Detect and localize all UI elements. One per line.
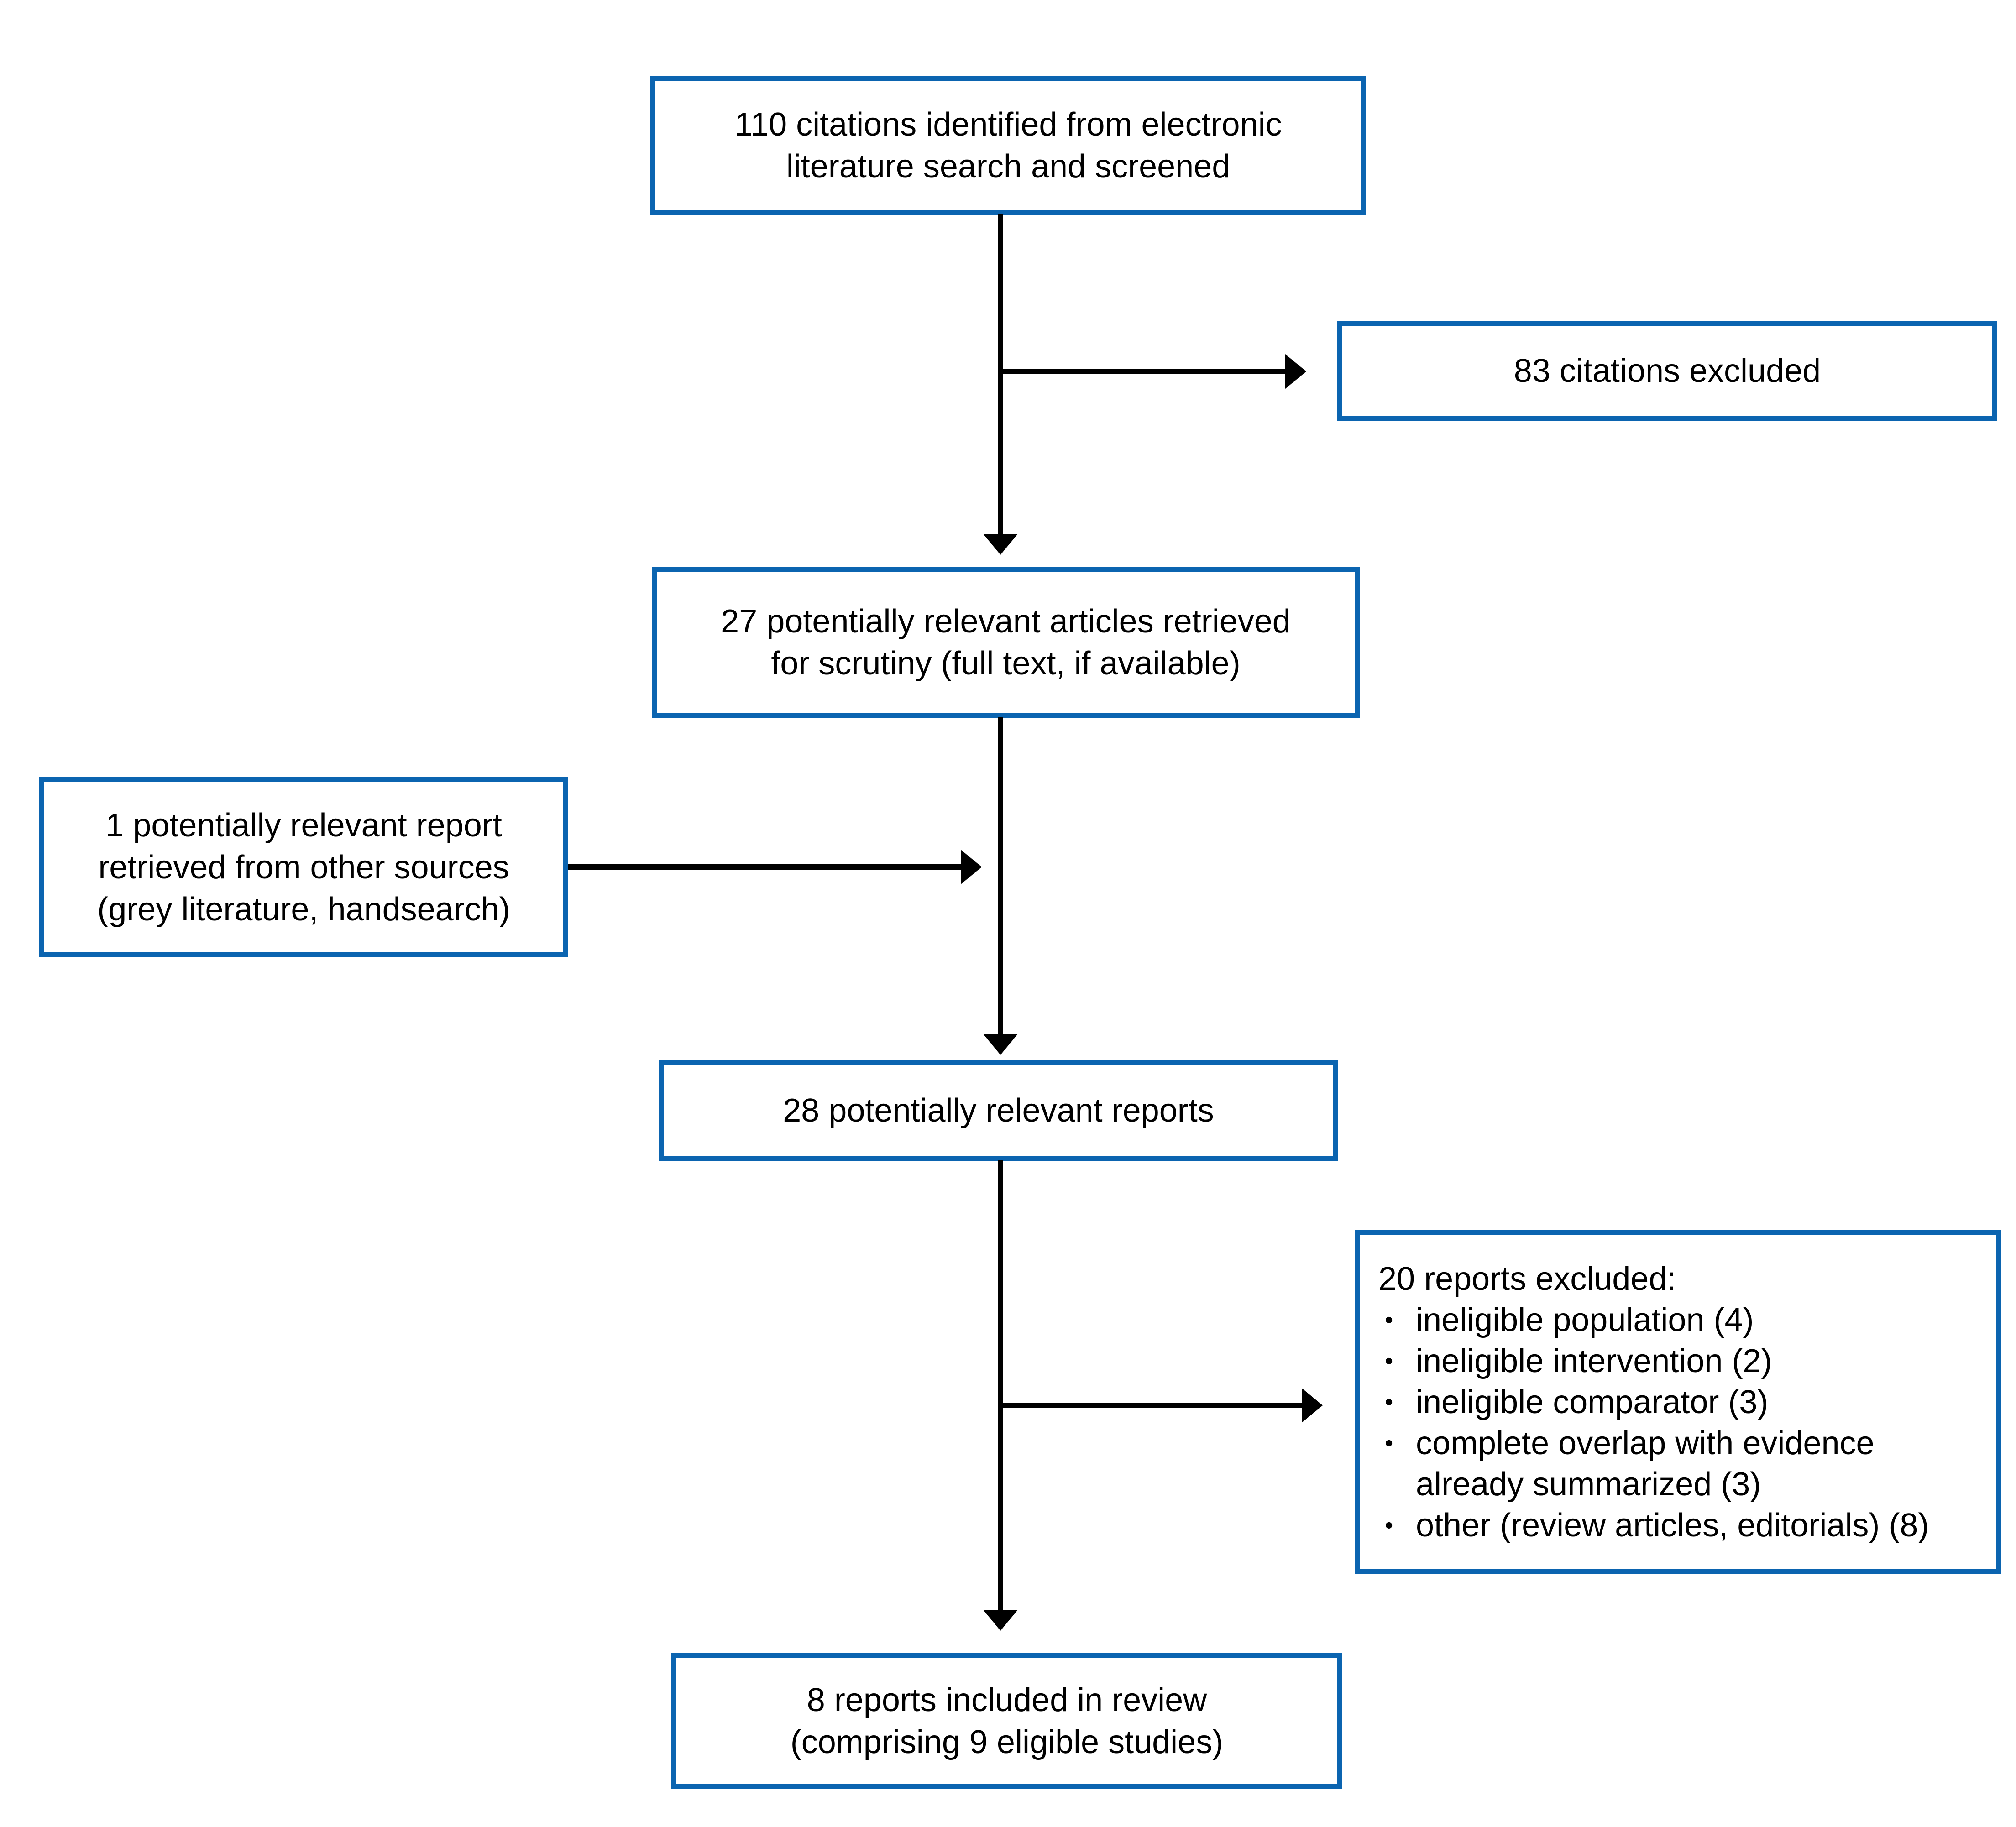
connector-identified-to-retrieved-line: [998, 214, 1003, 534]
box-relevant-reports: 28 potentially relevant reports: [659, 1060, 1338, 1161]
box-articles-retrieved-text: 27 potentially relevant articles retriev…: [721, 603, 1291, 682]
connector-branch-citations-excluded-line: [998, 369, 1285, 374]
excluded-reason-row: • other (review articles, editorials) (8…: [1378, 1505, 1982, 1546]
bullet-icon: •: [1385, 1430, 1393, 1456]
bullet-icon: •: [1385, 1512, 1393, 1539]
bullet-icon: •: [1385, 1306, 1393, 1333]
excluded-reason-row: • ineligible comparator (3): [1378, 1382, 1982, 1423]
arrow-down-icon: [983, 1610, 1018, 1631]
arrow-right-icon: [1302, 1388, 1323, 1423]
connector-retrieved-to-reports-line: [998, 717, 1003, 1036]
box-reports-included-text: 8 reports included in review (comprising…: [790, 1681, 1224, 1760]
excluded-reason-row: • ineligible population (4): [1378, 1300, 1982, 1341]
excluded-reason-text: ineligible comparator (3): [1416, 1383, 1769, 1420]
box-articles-retrieved: 27 potentially relevant articles retriev…: [652, 567, 1360, 718]
excluded-reason-text: ineligible intervention (2): [1416, 1342, 1772, 1379]
box-citations-excluded: 83 citations excluded: [1337, 321, 1997, 421]
excluded-reason-row: • ineligible intervention (2): [1378, 1341, 1982, 1382]
arrow-right-icon: [1285, 354, 1306, 389]
arrow-right-icon: [961, 850, 982, 884]
excluded-reason-row: • complete overlap with evidence already…: [1378, 1423, 1982, 1505]
box-relevant-reports-text: 28 potentially relevant reports: [783, 1092, 1214, 1129]
connector-branch-reports-excluded-line: [998, 1403, 1302, 1408]
box-reports-excluded: 20 reports excluded: • ineligible popula…: [1355, 1230, 2001, 1574]
excluded-reason-text: ineligible population (4): [1416, 1301, 1754, 1338]
excluded-reason-text: complete overlap with evidence already s…: [1416, 1425, 1875, 1503]
box-other-sources-text: 1 potentially relevant report retrieved …: [97, 807, 510, 928]
reports-excluded-list: 20 reports excluded: • ineligible popula…: [1360, 1258, 1996, 1546]
box-citations-identified: 110 citations identified from electronic…: [650, 76, 1366, 215]
box-citations-excluded-text: 83 citations excluded: [1513, 353, 1821, 389]
arrow-down-icon: [983, 1034, 1018, 1055]
box-citations-identified-text: 110 citations identified from electronic…: [734, 106, 1282, 185]
box-reports-included: 8 reports included in review (comprising…: [671, 1653, 1342, 1789]
box-other-sources: 1 potentially relevant report retrieved …: [39, 777, 568, 957]
bullet-icon: •: [1385, 1389, 1393, 1415]
bullet-icon: •: [1385, 1347, 1393, 1374]
reports-excluded-heading: 20 reports excluded:: [1378, 1260, 1676, 1297]
connector-reports-to-included-line: [998, 1160, 1003, 1610]
connector-other-sources-line: [568, 864, 961, 870]
arrow-down-icon: [983, 534, 1018, 555]
excluded-reason-text: other (review articles, editorials) (8): [1416, 1507, 1929, 1544]
